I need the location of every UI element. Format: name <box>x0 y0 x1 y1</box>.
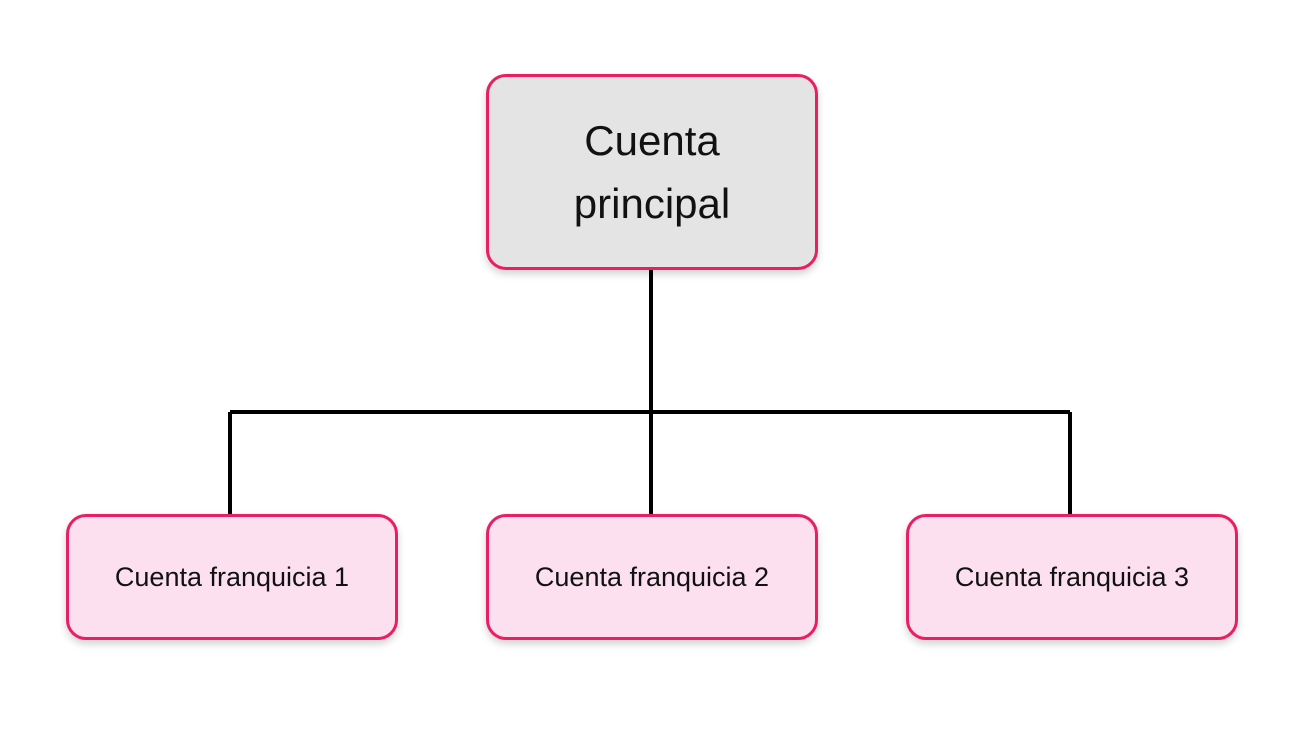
child-node-label: Cuenta franquicia 1 <box>114 561 350 592</box>
child-node-franchise-2: Cuenta franquicia 2 <box>486 514 818 640</box>
child-node-franchise-3: Cuenta franquicia 3 <box>906 514 1238 640</box>
child-node-label: Cuenta franquicia 2 <box>534 561 770 592</box>
root-node-label: Cuenta principal <box>573 117 731 227</box>
root-node-main-account: Cuenta principal <box>486 74 818 270</box>
child-node-label: Cuenta franquicia 3 <box>954 561 1190 592</box>
child-node-franchise-1: Cuenta franquicia 1 <box>66 514 398 640</box>
